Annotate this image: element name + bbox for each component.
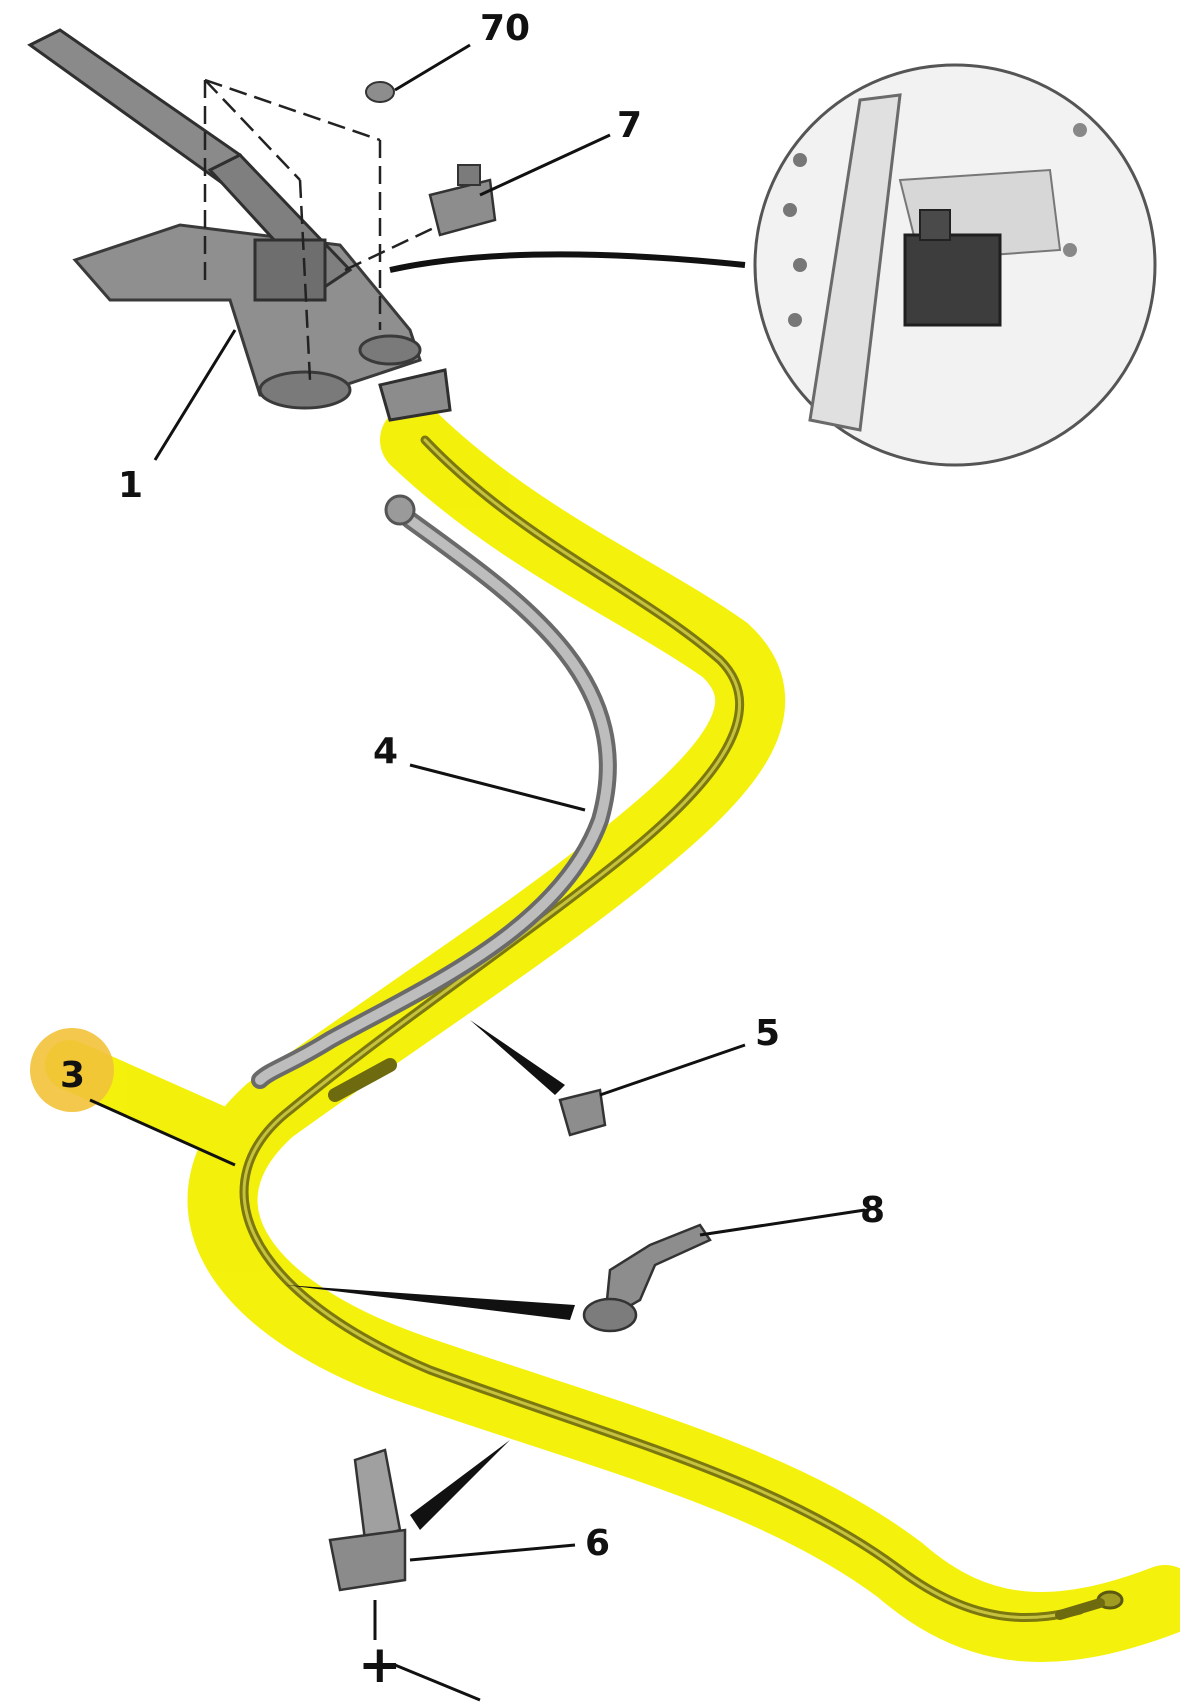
callout-7: 7 [617, 105, 642, 146]
callout-5: 5 [755, 1013, 780, 1054]
callout-plus: + [358, 1635, 402, 1695]
callout-3: 3 [60, 1055, 85, 1096]
wire-to-inset [389, 251, 746, 273]
part-70-cap [365, 81, 395, 103]
leader-lines [89, 43, 866, 1702]
inset-detail-circle [753, 63, 1157, 467]
part-6-clamp [328, 1448, 407, 1592]
cable-3-highlight [45, 405, 1180, 1662]
callout-6: 6 [585, 1523, 610, 1564]
callout-1: 1 [118, 465, 143, 506]
callout-8: 8 [860, 1190, 885, 1231]
part-8-bracket [582, 1223, 712, 1333]
marker-circle-3 [30, 1028, 114, 1112]
part-5-clip [558, 1088, 607, 1137]
cable-3 [239, 435, 1124, 1623]
wedge-leaders [285, 1020, 575, 1530]
callout-70: 70 [480, 8, 530, 49]
handbrake-lever-assembly [27, 28, 452, 422]
assembly-guide-lines [203, 78, 441, 381]
cable-4 [251, 494, 617, 1089]
callout-4: 4 [373, 731, 398, 772]
part-7-switch [428, 164, 497, 237]
